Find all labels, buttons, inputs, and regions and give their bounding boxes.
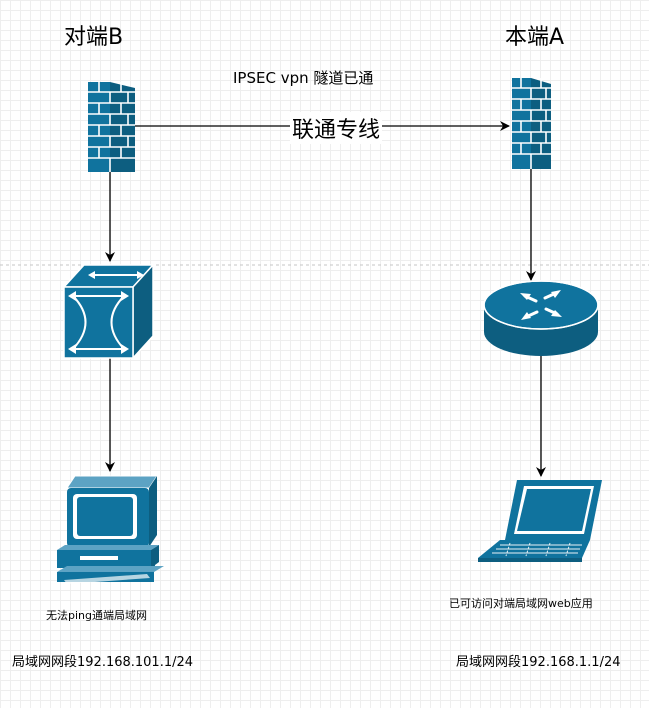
vpn-tunnel-label: IPSEC vpn 隧道已通: [233, 69, 374, 87]
remote-side-title: 对端B: [64, 25, 124, 50]
local-status-text: 已可访问对端局域网web应用: [449, 597, 593, 610]
local-side-title: 本端A: [505, 25, 565, 50]
desktop-pc-icon: [57, 475, 164, 584]
remote-lan-segment: 局域网网段192.168.101.1/24: [12, 655, 194, 670]
dedicated-line-label: 联通专线: [290, 112, 383, 144]
remote-status-text: 无法ping通端局域网: [46, 609, 147, 622]
router-icon: [483, 280, 599, 356]
firewall-icon: [512, 78, 551, 169]
local-lan-segment: 局域网网段192.168.1.1/24: [456, 655, 621, 670]
laptop-icon: [478, 480, 602, 562]
firewall-icon: [88, 82, 135, 172]
switch-icon: [62, 263, 155, 360]
